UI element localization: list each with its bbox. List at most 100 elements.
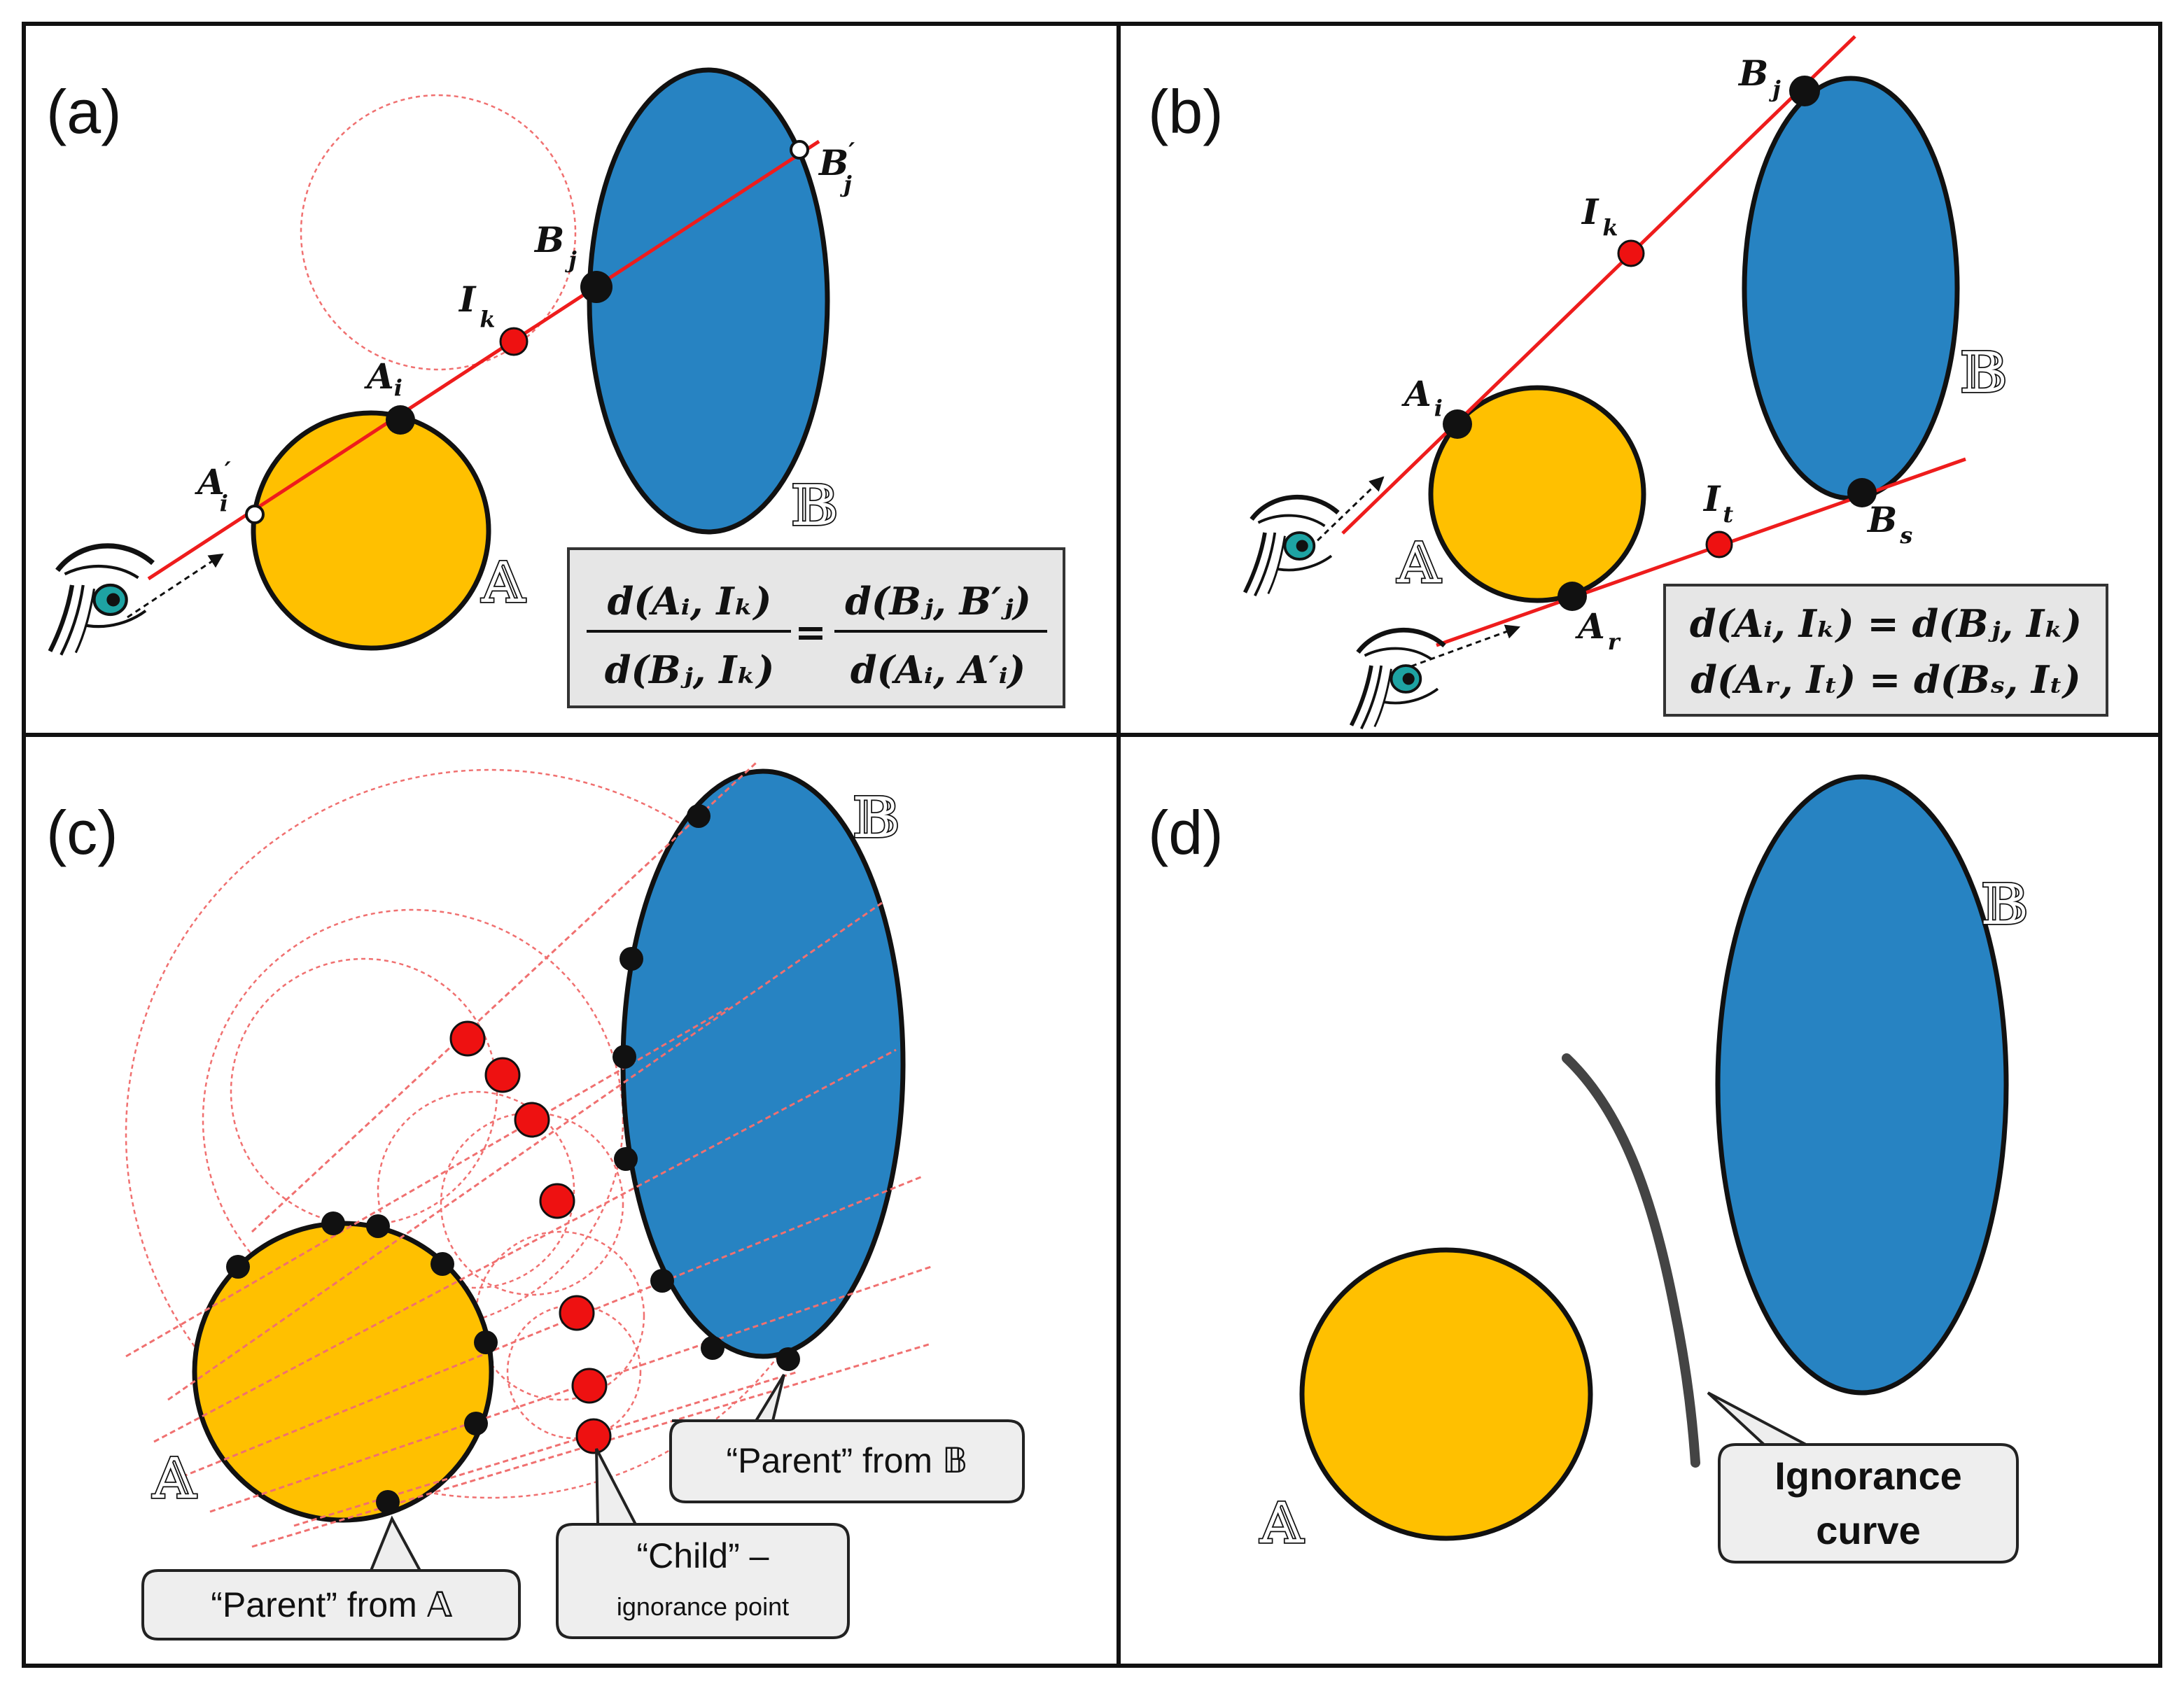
panel-b-label: (b)	[1148, 77, 1224, 146]
equation-box	[567, 547, 1065, 708]
panel-a-label: (a)	[46, 77, 122, 146]
panel-c: (c)	[46, 761, 1025, 1641]
ray-line	[251, 761, 757, 1233]
parent-point-b	[650, 1269, 674, 1293]
eye-icon	[1352, 630, 1445, 729]
eye-icon	[50, 546, 153, 655]
callout-line1: Ignorance	[1774, 1454, 1962, 1498]
panel-c-label: (c)	[46, 798, 118, 867]
ignorance-point	[539, 1183, 575, 1219]
equation-box	[1663, 584, 2108, 717]
point-B-s	[1847, 478, 1877, 507]
ignorance-point	[484, 1057, 521, 1093]
parent-point-a	[464, 1412, 488, 1435]
callout-parent-a	[141, 1515, 521, 1641]
parent-point-a	[366, 1214, 390, 1238]
ray-line	[293, 1370, 799, 1527]
point-A-r	[1558, 582, 1587, 611]
ray-line	[153, 1048, 897, 1443]
equation-den-left: d(Bⱼ, Iₖ)	[605, 647, 775, 692]
ignorance-point-I-k	[1617, 239, 1645, 267]
set-b-ellipse	[1715, 774, 2009, 1396]
eye-icon	[1245, 497, 1338, 596]
view-direction-arrow-upper	[1309, 476, 1385, 549]
ignorance-point	[514, 1102, 550, 1138]
equation-line-2: d(Aᵣ, Iₜ) = d(Bₛ, Iₜ)	[1690, 657, 2080, 702]
ray-line-lower	[1436, 457, 1966, 647]
set-b-ellipse	[620, 768, 906, 1359]
construction-circle	[230, 957, 498, 1226]
panel-d: (d) 𝔹 𝔸 Ignorance curve	[1148, 774, 2029, 1564]
parent-point-a	[226, 1255, 250, 1279]
set-b-ellipse	[587, 67, 830, 535]
set-b-label: 𝔹	[853, 785, 900, 850]
point-A-i-prime	[245, 505, 265, 524]
set-a-circle	[1428, 385, 1646, 603]
construction-circle	[506, 1304, 642, 1440]
parent-point-b	[620, 947, 643, 971]
set-a-label: 𝔸	[152, 1446, 197, 1511]
figure-frame	[22, 22, 2162, 1668]
parent-point-b	[776, 1347, 800, 1371]
parent-point-b	[687, 804, 710, 828]
ignorance-point	[571, 1368, 608, 1404]
equation-equals: =	[794, 610, 826, 654]
ignorance-point	[559, 1295, 595, 1331]
construction-circle	[440, 1111, 624, 1296]
ignorance-point-I-t	[1705, 531, 1733, 559]
point-A-i	[1443, 409, 1472, 439]
label-B-j-prime: B′j	[818, 138, 855, 197]
set-b-ellipse	[1742, 76, 1960, 501]
set-a-label: 𝔸	[481, 550, 526, 615]
set-b-label: 𝔹	[1960, 340, 2008, 405]
parent-point-b	[614, 1147, 638, 1171]
point-A-i	[386, 405, 415, 435]
construction-circle	[202, 908, 624, 1331]
panel-d-label: (d)	[1148, 798, 1224, 867]
parent-point-a	[430, 1252, 454, 1276]
parent-point-b	[612, 1045, 636, 1069]
callout-child-line1: “Child” –	[637, 1536, 769, 1575]
set-b-label: 𝔹	[1981, 872, 2029, 937]
equation-num-left: d(Aᵢ, Iₖ)	[608, 579, 772, 624]
point-B-j	[580, 271, 612, 303]
ignorance-point	[575, 1418, 612, 1454]
construction-circle	[300, 94, 577, 371]
callout-parent-b	[669, 1373, 1025, 1503]
ignorance-curve	[1562, 1053, 1700, 1468]
callout-child-line2: ignorance point	[617, 1592, 789, 1621]
ignorance-point	[449, 1020, 486, 1057]
equation-den-right: d(Aᵢ, A′ᵢ)	[850, 647, 1026, 692]
callout-parent-b-text: “Parent” from 𝔹	[727, 1441, 968, 1480]
parent-point-b	[701, 1336, 724, 1360]
point-B-j	[1789, 76, 1820, 106]
equation-num-right: d(Bⱼ, B′ⱼ)	[845, 579, 1031, 624]
set-b-label: 𝔹	[791, 473, 839, 538]
view-direction-arrow	[127, 553, 224, 619]
set-a-label: 𝔸	[1396, 531, 1441, 596]
parent-point-a	[321, 1211, 345, 1235]
label-A-i: Ai	[364, 356, 402, 401]
ray-line-upper	[1341, 35, 1856, 535]
point-B-j-prime	[790, 140, 809, 160]
ray-line	[125, 1006, 729, 1358]
parent-point-a	[376, 1490, 400, 1514]
ignorance-point-I-k	[499, 327, 528, 356]
callout-ignorance-curve	[1707, 1391, 2019, 1564]
set-a-circle	[251, 410, 491, 651]
label-A-i-prime: A′i	[195, 457, 231, 517]
set-a-label: 𝔸	[1259, 1491, 1304, 1556]
callout-parent-a-text: “Parent” from 𝔸	[211, 1585, 452, 1624]
parent-point-a	[474, 1330, 498, 1354]
callout-line2: curve	[1816, 1508, 1920, 1552]
callout-child	[556, 1448, 850, 1639]
set-a-circle	[1299, 1247, 1593, 1541]
